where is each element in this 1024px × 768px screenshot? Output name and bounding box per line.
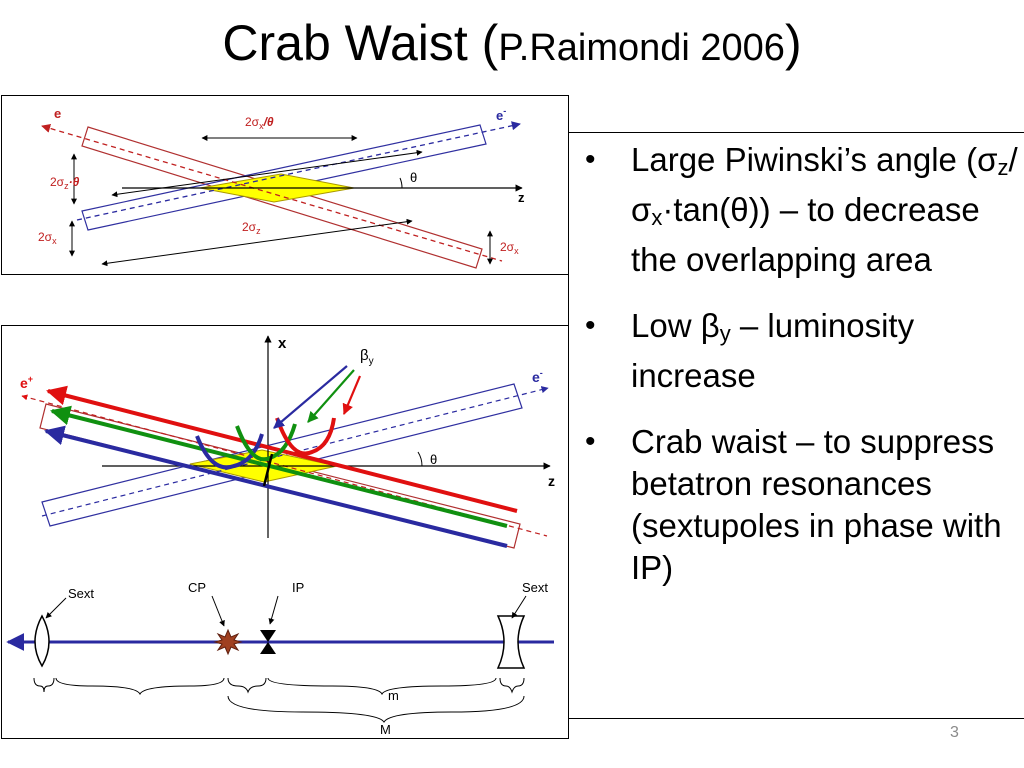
length-arrow [101,218,413,267]
label-eplus: e+ [20,374,33,391]
title-author: P.Raimondi 2006 [498,27,785,69]
label-2sz-theta: 2σz·θ [50,175,80,191]
beta-arrow-green [307,369,355,423]
label-ip: IP [292,580,304,595]
beta-arrow-red [342,375,362,416]
brace-M [227,695,525,723]
ip-marker [260,630,276,642]
label-x: x [278,335,287,352]
label-beta-y: βy [360,347,374,367]
label-sext-left: Sext [68,586,94,601]
pointer-sext-left [45,597,67,619]
sextupole-right [496,615,526,669]
length-arrow-top [111,149,423,198]
brace-4 [499,677,525,694]
bullet-dot: • [585,143,596,176]
bullet-piwinski: •Large Piwinski’s angle (σz/σx·tan(θ)) –… [585,141,1018,278]
label-z: z [548,473,555,489]
bullet-points-box: •Large Piwinski’s angle (σz/σx·tan(θ)) –… [568,132,1024,719]
crab-waist-svg: x βy e+ e- θ z Sext CP IP Sext m M [6,335,555,737]
label-z-top: z [518,190,525,205]
label-2sz: 2σz [242,220,261,236]
label-m: m [388,688,399,703]
crossing-point-marker [213,628,243,656]
beam-box-red [81,126,483,269]
label-cp: CP [188,580,206,595]
beta-arrow-blue [273,365,348,429]
label-M: M [380,722,391,737]
beam-box-right [41,383,523,527]
top-crossing-diagram: e e- 2σx/θ θ z 2σz·θ 2σz 2σx 2σx [1,95,569,275]
beam-green [50,405,508,528]
beta-curve-red [275,417,336,456]
theta-arc [417,451,423,467]
beam-blue [44,425,508,548]
brace-1 [33,677,55,693]
beam-box-left [39,403,521,549]
label-theta: θ [430,452,437,467]
bullet-list: •Large Piwinski’s angle (σz/σx·tan(θ)) –… [579,139,1019,613]
label-2sx-right: 2σx [500,240,519,256]
label-width: 2σx/θ [245,115,274,131]
page-number: 3 [950,724,959,741]
label-eminus: e- [532,368,543,385]
red-centerline [41,123,503,262]
waist-line [262,453,274,487]
bullet-dot: • [585,309,596,342]
bullet-crab-waist: •Crab waist – to suppress betatron reson… [585,423,1002,586]
brace-m [267,677,497,696]
eminus-centerline [41,386,549,517]
beta-curve-blue [195,433,264,470]
label-theta-top: θ [410,170,417,185]
brace-3 [227,677,267,694]
ip-marker-lower [260,642,276,654]
label-sext-right: Sext [522,580,548,595]
label-e-left: e [54,106,61,121]
pointer-ip [268,595,279,625]
theta-arc [399,177,403,189]
title-main: Crab Waist ( [222,15,499,71]
title-close: ) [784,15,802,71]
sextupole-left [34,614,50,668]
bullet-low-beta: •Low βy – luminosity increase [585,307,915,394]
pointer-cp [211,595,225,627]
pointer-sext-right [511,595,527,619]
label-e-right: e- [496,106,506,123]
crab-waist-diagram: x βy e+ e- θ z Sext CP IP Sext m M [1,325,569,739]
bullet-dot: • [585,425,596,458]
top-diagram-svg: e e- 2σx/θ θ z 2σz·θ 2σz 2σx 2σx [38,106,525,269]
label-2sx-left: 2σx [38,230,57,246]
brace-2 [55,677,225,696]
slide-title: Crab Waist (P.Raimondi 2006) [0,14,1024,72]
